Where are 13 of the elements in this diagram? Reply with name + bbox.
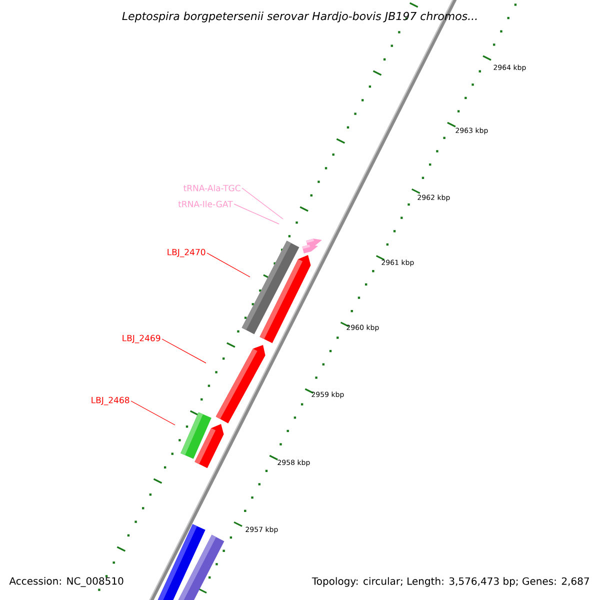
leader-line [242, 188, 284, 220]
leader-line [206, 252, 250, 278]
gene-label: tRNA-Ala-TGC [184, 184, 240, 192]
gene-label: LBJ_2470 [168, 248, 206, 258]
gene-label: LBJ_2468 [92, 396, 130, 406]
info-text: Topology: circular; Length: 3,576,473 bp; Genes: 2,687 [312, 577, 589, 587]
info-text: Accession: NC_008510 [9, 577, 124, 587]
title: Leptospira borgpetersenii serovar Hardjo-bovis JB197 chromos... [122, 12, 477, 22]
gene-label: LBJ_2469 [122, 334, 160, 344]
leader-line [162, 338, 206, 364]
gene-label: tRNA-Ile-GAT [178, 200, 233, 208]
leader-line [234, 204, 280, 224]
leader-line [130, 400, 176, 426]
